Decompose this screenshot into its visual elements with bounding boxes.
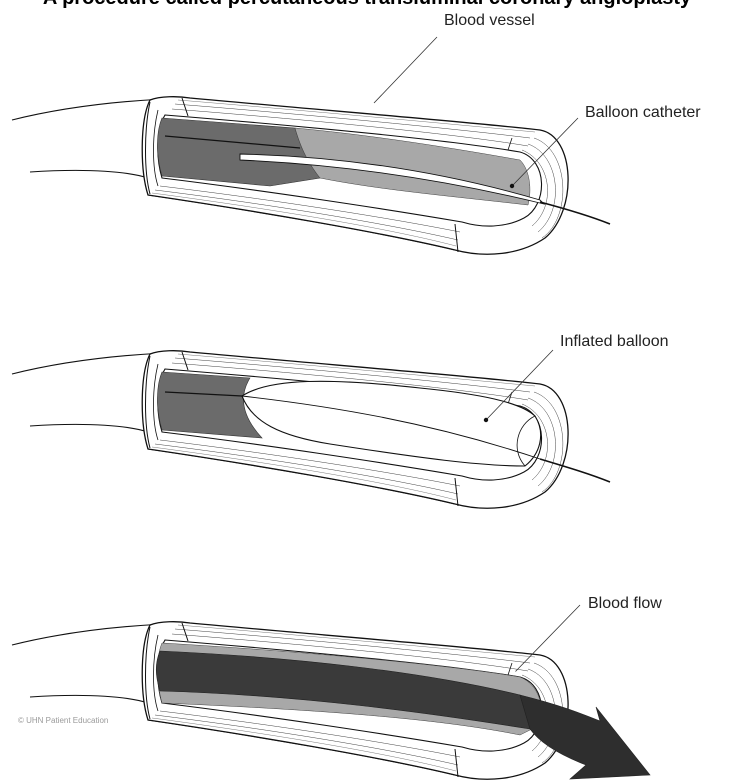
label-blood-vessel: Blood vessel — [444, 12, 535, 30]
panel-blood-flow — [12, 605, 650, 779]
panel-inflated-balloon — [12, 350, 610, 508]
label-balloon-catheter: Balloon catheter — [585, 104, 701, 122]
panel-balloon-catheter — [12, 37, 610, 254]
label-blood-flow: Blood flow — [588, 595, 662, 613]
copyright-notice: © UHN Patient Education — [18, 716, 108, 725]
label-inflated-balloon: Inflated balloon — [560, 333, 669, 351]
